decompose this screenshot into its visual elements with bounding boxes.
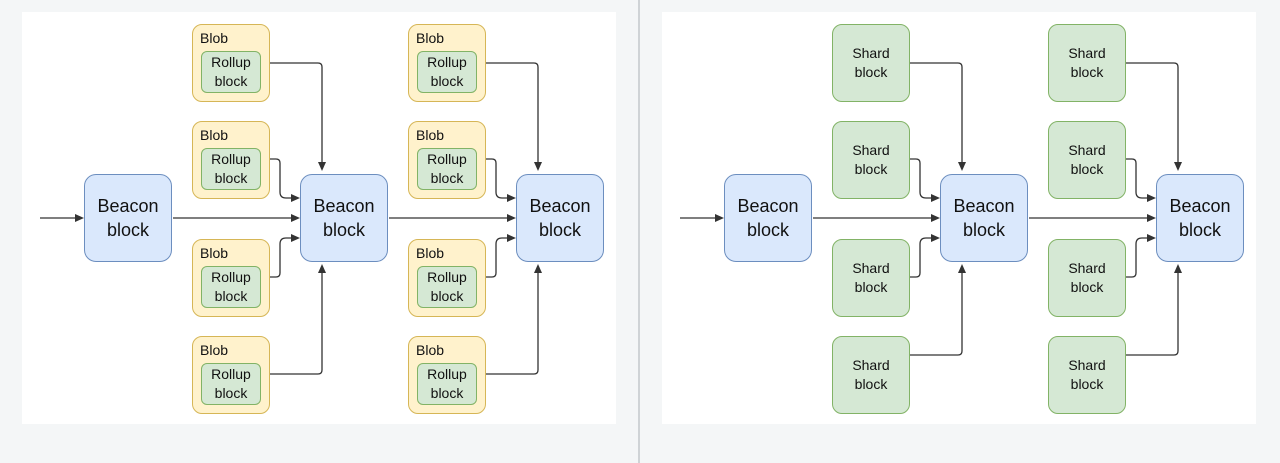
panel-divider [638, 0, 640, 463]
shard-edge [909, 62, 963, 163]
arrowhead [507, 214, 516, 222]
shard-edge [1125, 158, 1150, 199]
shard-block: Shard block [832, 24, 910, 102]
blob-edge [485, 158, 510, 199]
shard-edge [1125, 62, 1179, 163]
rollup-block: Rollup block [201, 148, 261, 190]
arrowhead [931, 234, 940, 242]
arrowhead [291, 234, 300, 242]
arrowhead [507, 234, 516, 242]
shard-diagram-edges [680, 62, 1182, 356]
beacon-block: Beacon block [300, 174, 388, 262]
blob-edge [485, 272, 539, 375]
shard-block: Shard block [1048, 24, 1126, 102]
shard-edge [1125, 237, 1150, 278]
arrowhead [318, 162, 326, 171]
beacon-block: Beacon block [516, 174, 604, 262]
beacon-block: Beacon block [940, 174, 1028, 262]
arrowhead [291, 194, 300, 202]
blob-diagram-panel: Beacon block Beacon block Beacon block B… [22, 12, 616, 424]
rollup-block: Rollup block [201, 363, 261, 405]
arrowhead [1174, 162, 1182, 171]
arrowhead [1147, 214, 1156, 222]
blob-label: Blob [200, 127, 229, 143]
beacon-block: Beacon block [724, 174, 812, 262]
shard-block: Shard block [1048, 336, 1126, 414]
blob: Blob Rollup block [192, 24, 270, 102]
beacon-block: Beacon block [1156, 174, 1244, 262]
shard-block: Shard block [832, 121, 910, 199]
blob-edge [485, 62, 539, 163]
shard-edge [909, 158, 934, 199]
arrowhead [958, 264, 966, 273]
blob: Blob Rollup block [192, 239, 270, 317]
blob-label: Blob [416, 245, 445, 261]
blob: Blob Rollup block [408, 239, 486, 317]
arrowhead [931, 194, 940, 202]
blob-edge [269, 237, 294, 278]
shard-block: Shard block [832, 336, 910, 414]
arrowhead [1147, 234, 1156, 242]
rollup-block: Rollup block [201, 266, 261, 308]
arrowhead [507, 194, 516, 202]
blob-edge [269, 272, 323, 375]
arrowhead [534, 264, 542, 273]
shard-edge [1125, 272, 1179, 356]
arrowhead [958, 162, 966, 171]
arrowhead [1174, 264, 1182, 273]
shard-block: Shard block [1048, 239, 1126, 317]
blob-diagram-edges [40, 62, 542, 375]
arrowhead [1147, 194, 1156, 202]
rollup-block: Rollup block [201, 51, 261, 93]
shard-diagram-panel: Beacon block Beacon block Beacon block S… [662, 12, 1256, 424]
shard-block: Shard block [1048, 121, 1126, 199]
blob-label: Blob [416, 127, 445, 143]
shard-block: Shard block [832, 239, 910, 317]
blob-label: Blob [416, 30, 445, 46]
arrowhead [534, 162, 542, 171]
rollup-block: Rollup block [417, 148, 477, 190]
rollup-block: Rollup block [417, 363, 477, 405]
blob-label: Blob [416, 342, 445, 358]
blob-edge [269, 62, 323, 163]
shard-edge [909, 272, 963, 356]
beacon-block: Beacon block [84, 174, 172, 262]
blob: Blob Rollup block [192, 121, 270, 199]
rollup-block: Rollup block [417, 266, 477, 308]
rollup-block: Rollup block [417, 51, 477, 93]
blob: Blob Rollup block [408, 24, 486, 102]
blob-label: Blob [200, 30, 229, 46]
arrowhead [291, 214, 300, 222]
blob: Blob Rollup block [408, 121, 486, 199]
arrowhead [75, 214, 84, 222]
arrowhead [318, 264, 326, 273]
arrowhead [715, 214, 724, 222]
shard-edge [909, 237, 934, 278]
blob-label: Blob [200, 245, 229, 261]
blob: Blob Rollup block [408, 336, 486, 414]
blob-label: Blob [200, 342, 229, 358]
blob: Blob Rollup block [192, 336, 270, 414]
arrowhead [931, 214, 940, 222]
blob-edge [269, 158, 294, 199]
blob-edge [485, 237, 510, 278]
